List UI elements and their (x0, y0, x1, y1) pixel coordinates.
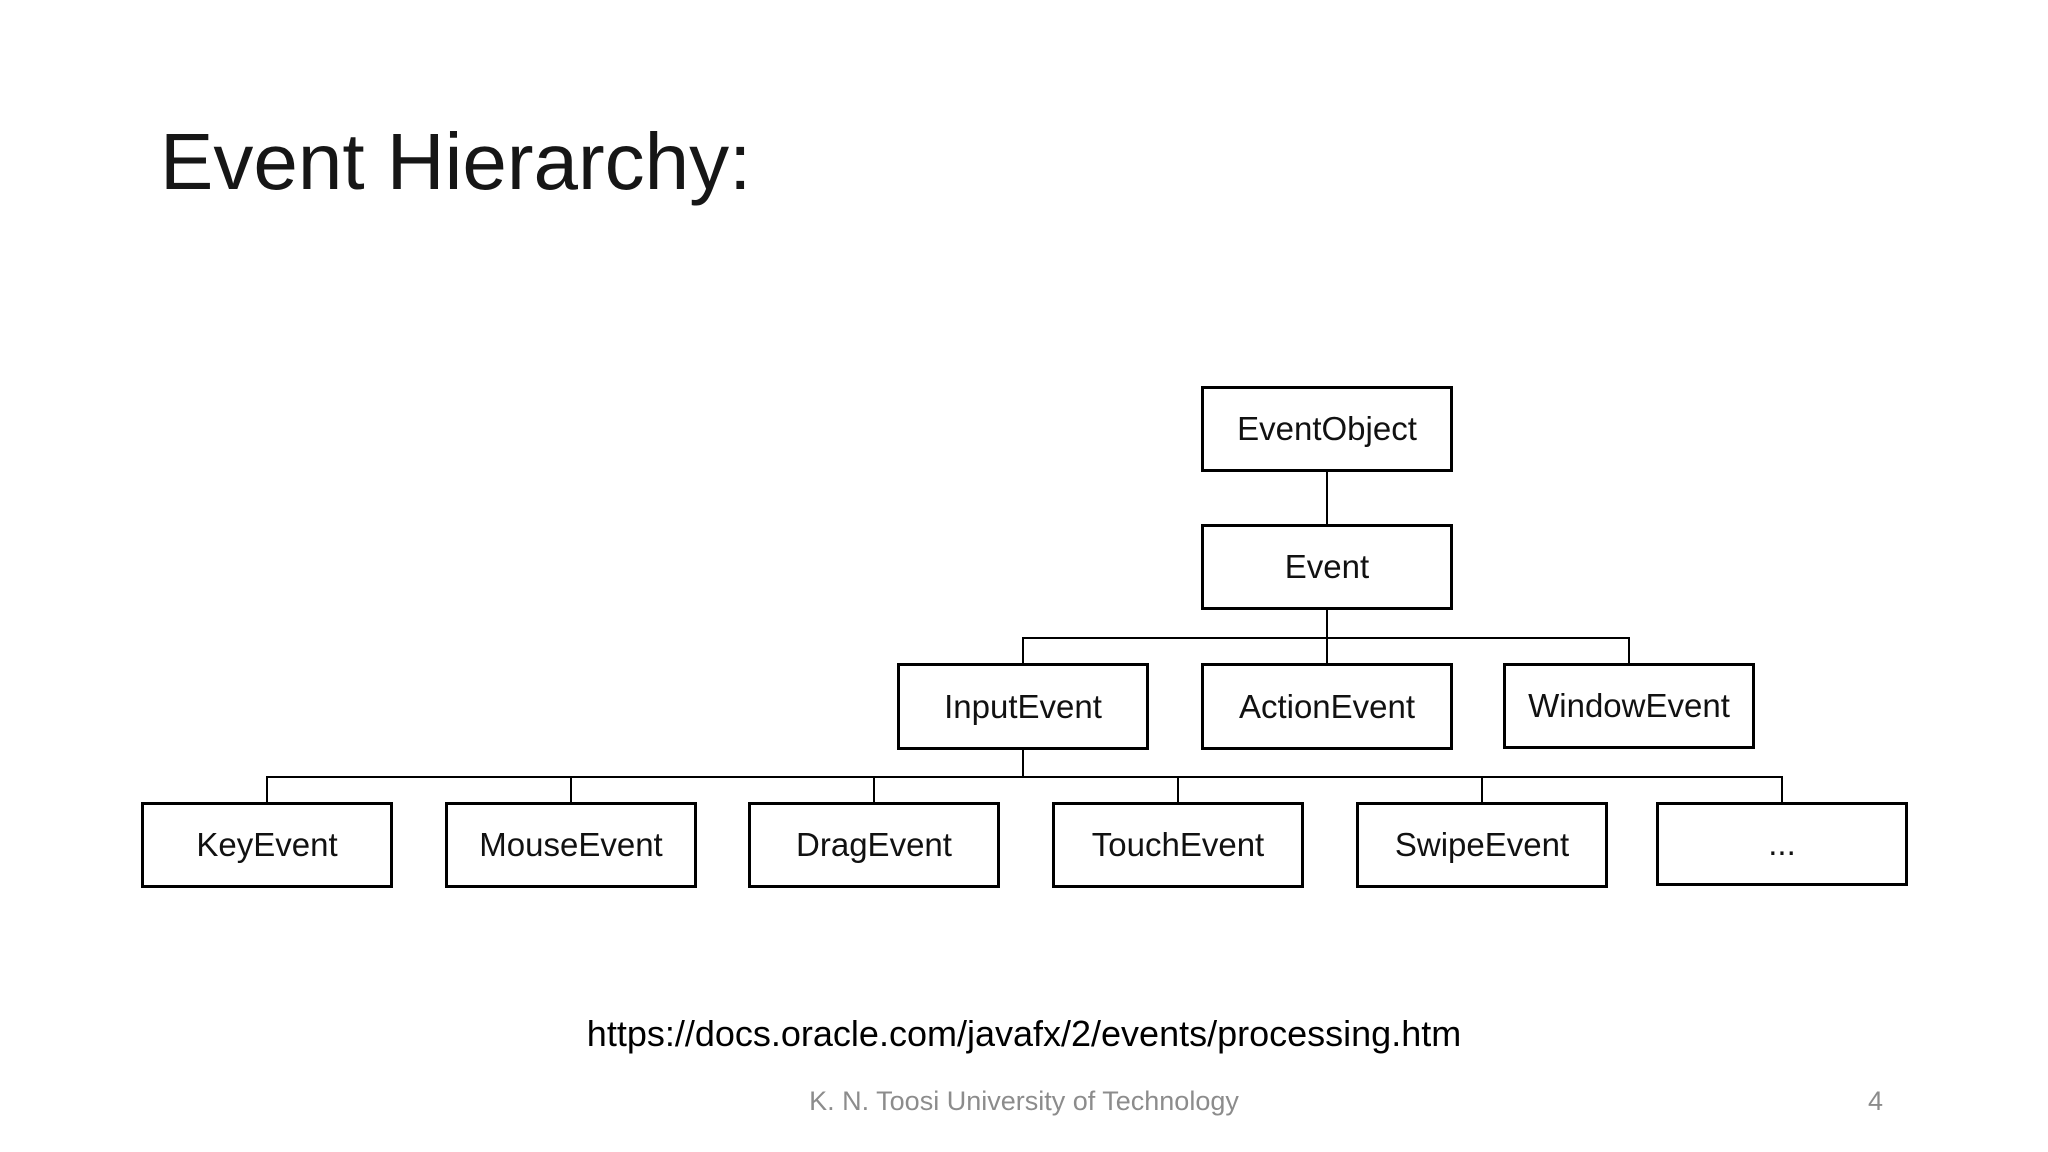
connector-event-trunk (1326, 609, 1328, 663)
connector-stub-dragevent (873, 776, 875, 802)
connector-eventobject-event (1326, 472, 1328, 524)
node-mouseevent: MouseEvent (445, 802, 697, 888)
connector-stub-ellipsis (1781, 776, 1783, 802)
connector-stub-mouseevent (570, 776, 572, 802)
node-keyevent: KeyEvent (141, 802, 393, 888)
source-url: https://docs.oracle.com/javafx/2/events/… (586, 1013, 1462, 1054)
slide-number: 4 (1868, 1086, 1884, 1116)
connector-bus-level3 (1022, 637, 1630, 639)
node-inputevent: InputEvent (897, 663, 1149, 750)
connector-stub-windowevent (1628, 637, 1630, 663)
node-swipeevent: SwipeEvent (1356, 802, 1608, 888)
node-ellipsis: ... (1656, 802, 1908, 886)
node-eventobject: EventObject (1201, 386, 1453, 472)
node-windowevent: WindowEvent (1503, 663, 1755, 749)
node-event: Event (1201, 524, 1453, 610)
node-actionevent: ActionEvent (1201, 663, 1453, 750)
footer-text: K. N. Toosi University of Technology (809, 1086, 1239, 1116)
node-touchevent: TouchEvent (1052, 802, 1304, 888)
connector-inputevent-trunk (1022, 750, 1024, 777)
connector-stub-touchevent (1177, 776, 1179, 802)
connector-stub-keyevent (266, 776, 268, 802)
page-title: Event Hierarchy: (160, 117, 752, 206)
node-dragevent: DragEvent (748, 802, 1000, 888)
connector-stub-swipeevent (1481, 776, 1483, 802)
connector-bus-level4 (266, 776, 1783, 778)
connector-stub-inputevent (1022, 637, 1024, 663)
